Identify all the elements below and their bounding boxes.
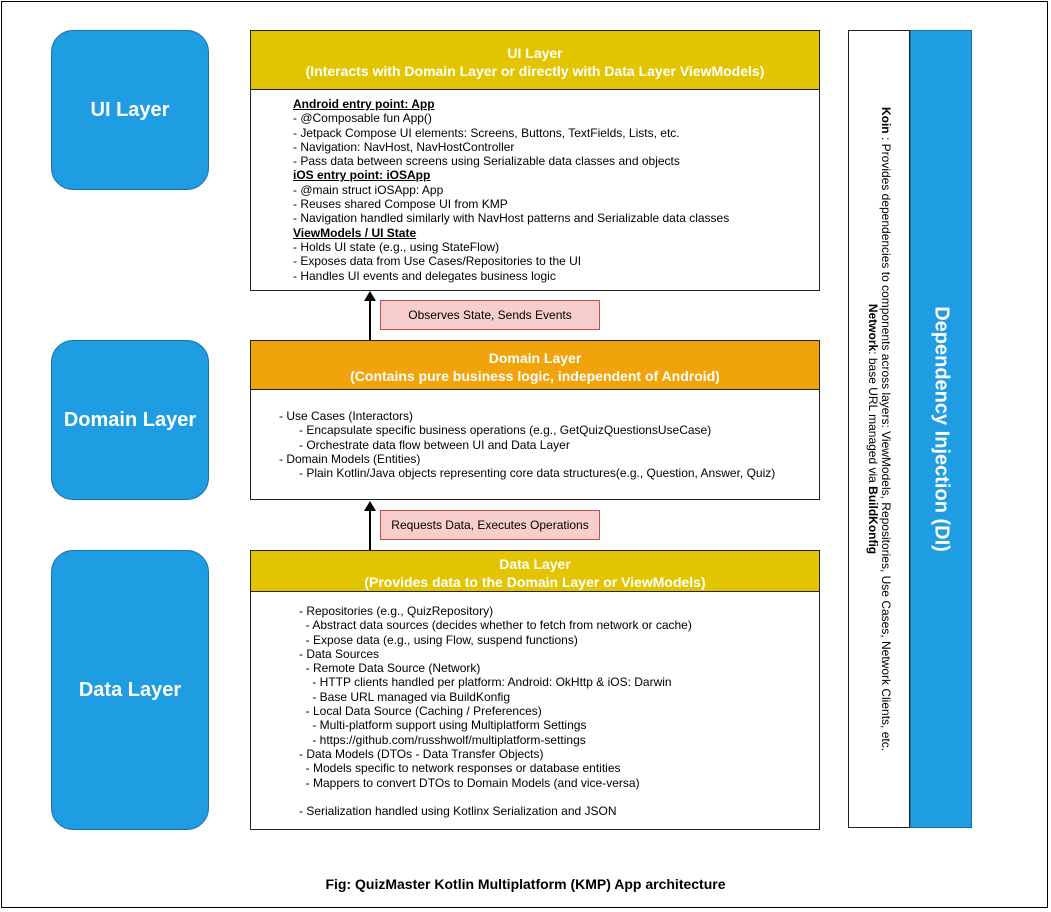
- data-layer-line: - Remote Data Source (Network): [299, 661, 481, 676]
- observes-state-label: Observes State, Sends Events: [408, 308, 572, 322]
- domain-layer-line: - Domain Models (Entities): [279, 451, 421, 466]
- data-layer-line: - Abstract data sources (decides whether…: [299, 618, 692, 633]
- ui-layer-pill: UI Layer: [51, 30, 209, 190]
- ui-layer-section-heading: ViewModels / UI State: [293, 225, 417, 240]
- domain-layer-line: - Encapsulate specific business operatio…: [279, 423, 712, 438]
- domain-layer-header: Domain Layer (Contains pure business log…: [250, 340, 820, 390]
- domain-layer-line: - Use Cases (Interactors): [279, 409, 414, 423]
- ui-layer-section-heading: Android entry point: App: [293, 97, 435, 111]
- data-layer-line: - Models specific to network responses o…: [299, 761, 621, 776]
- ui-layer-line: - @main struct iOSApp: App: [293, 182, 444, 197]
- domain-layer-lines: - Use Cases (Interactors) - Encapsulate …: [279, 409, 819, 480]
- ui-layer-subtitle: (Interacts with Domain Layer or directly…: [305, 63, 765, 79]
- domain-layer-body: - Use Cases (Interactors) - Encapsulate …: [250, 389, 820, 500]
- network-label: Network: [866, 303, 880, 352]
- data-layer-line: - Data Models (DTOs - Data Transfer Obje…: [299, 746, 544, 761]
- ui-layer-body: Android entry point: App- @Composable fu…: [250, 89, 820, 291]
- data-layer-lines: - Repositories (e.g., QuizRepository) - …: [299, 604, 819, 818]
- data-layer-pill-label: Data Layer: [78, 678, 182, 701]
- ui-layer-header: UI Layer (Interacts with Domain Layer or…: [250, 30, 820, 90]
- data-layer-header: Data Layer (Provides data to the Domain …: [250, 550, 820, 592]
- domain-layer-pill: Domain Layer: [51, 340, 209, 500]
- ui-layer-line: - Jetpack Compose UI elements: Screens, …: [293, 125, 680, 140]
- data-layer-title: Data Layer: [499, 556, 571, 572]
- data-layer-line: - Expose data (e.g., using Flow, suspend…: [299, 632, 578, 647]
- data-layer-line: - HTTP clients handled per platform: And…: [299, 675, 672, 690]
- domain-layer-title: Domain Layer: [488, 350, 582, 366]
- data-layer-line: - https://github.com/russhwolf/multiplat…: [299, 732, 586, 747]
- domain-layer-pill-label: Domain Layer: [63, 408, 197, 431]
- data-layer-line: - Local Data Source (Caching / Preferenc…: [299, 704, 542, 719]
- dependency-injection-panel: Dependency Injection (DI): [910, 30, 972, 828]
- ui-layer-line: - @Composable fun App(): [293, 111, 432, 126]
- ui-layer-line: - Pass data between screens using Serial…: [293, 154, 680, 169]
- data-layer-line: - Multi-platform support using Multiplat…: [299, 718, 587, 733]
- data-layer-pill: Data Layer: [51, 550, 209, 830]
- ui-layer-section-heading: iOS entry point: iOSApp: [293, 168, 431, 183]
- ui-layer-lines: Android entry point: App- @Composable fu…: [293, 97, 819, 283]
- dependency-injection-title: Dependency Injection (DI): [930, 306, 953, 552]
- arrow-domain-to-ui: [364, 291, 376, 340]
- data-layer-subtitle: (Provides data to the Domain Layer or Vi…: [364, 574, 706, 590]
- data-layer-line: - Repositories (e.g., QuizRepository): [299, 604, 494, 618]
- ui-layer-line: - Holds UI state (e.g., using StateFlow): [293, 239, 500, 254]
- observes-state-note: Observes State, Sends Events: [380, 300, 600, 330]
- data-layer-line: - Mappers to convert DTOs to Domain Mode…: [299, 775, 640, 790]
- data-layer-line: [299, 790, 819, 804]
- ui-layer-pill-label: UI Layer: [90, 98, 170, 121]
- koin-description: : Provides dependencies to components ac…: [879, 133, 893, 752]
- koin-panel-text: Koin : Provides dependencies to componen…: [866, 49, 893, 809]
- koin-label: Koin: [879, 106, 893, 134]
- network-description: : base URL managed via: [866, 351, 880, 487]
- requests-data-label: Requests Data, Executes Operations: [391, 518, 589, 532]
- domain-layer-subtitle: (Contains pure business logic, independe…: [350, 368, 720, 384]
- ui-layer-line: - Navigation handled similarly with NavH…: [293, 211, 730, 226]
- data-layer-line: - Base URL managed via BuildKonfig: [299, 689, 511, 704]
- domain-layer-line: - Orchestrate data flow between UI and D…: [279, 437, 570, 452]
- ui-layer-title: UI Layer: [507, 45, 563, 61]
- domain-layer-line: - Plain Kotlin/Java objects representing…: [279, 466, 776, 481]
- arrow-data-to-domain: [364, 501, 376, 550]
- figure-caption: Fig: QuizMaster Kotlin Multiplatform (KM…: [325, 876, 726, 892]
- koin-panel: Koin : Provides dependencies to componen…: [848, 30, 910, 828]
- data-layer-body: - Repositories (e.g., QuizRepository) - …: [250, 591, 820, 830]
- ui-layer-line: - Exposes data from Use Cases/Repositori…: [293, 254, 582, 269]
- ui-layer-line: - Reuses shared Compose UI from KMP: [293, 197, 508, 212]
- requests-data-note: Requests Data, Executes Operations: [380, 510, 600, 540]
- data-layer-line: - Serialization handled using Kotlinx Se…: [299, 804, 617, 819]
- ui-layer-line: - Navigation: NavHost, NavHostController: [293, 139, 515, 154]
- buildkonfig-label: BuildKonfig: [866, 486, 880, 555]
- data-layer-line: - Data Sources: [299, 646, 380, 661]
- ui-layer-line: - Handles UI events and delegates busine…: [293, 268, 556, 283]
